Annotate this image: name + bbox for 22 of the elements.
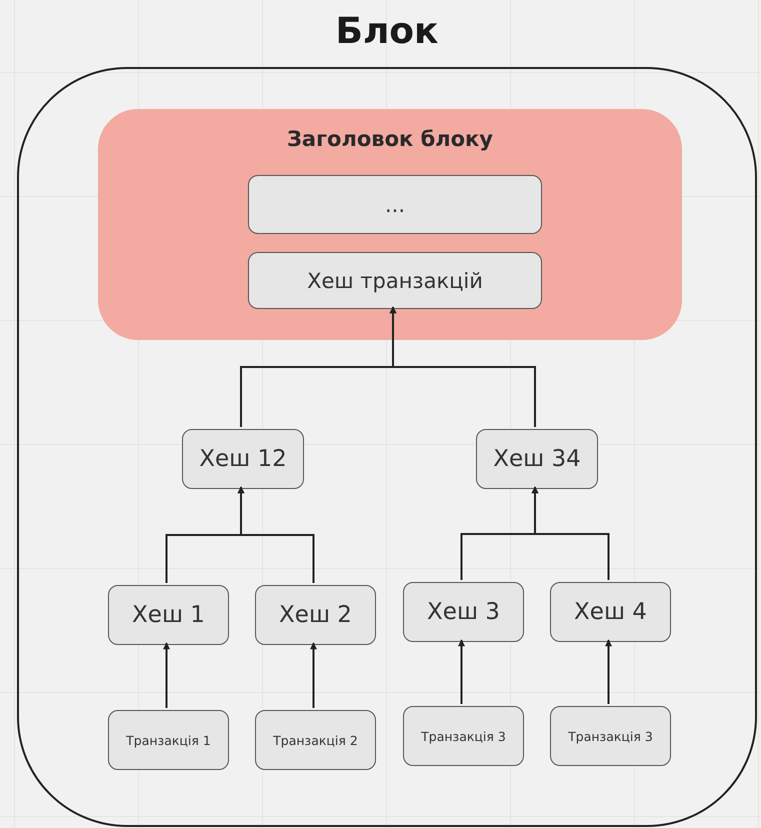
arrow bbox=[310, 642, 317, 708]
hash-box: Хеш 1 bbox=[108, 585, 229, 645]
arrow bbox=[458, 639, 465, 704]
hash-box: Хеш 34 bbox=[476, 429, 598, 489]
hash-box: Хеш 2 bbox=[255, 585, 376, 645]
field-box: Хеш транзакцій bbox=[248, 252, 542, 309]
header-title: Заголовок блоку bbox=[287, 127, 493, 153]
arrow bbox=[238, 486, 314, 583]
arrow bbox=[390, 306, 536, 427]
transaction-box: Транзакція 2 bbox=[255, 710, 376, 770]
block-title: Блок bbox=[334, 11, 440, 52]
hash-box: Хеш 4 bbox=[550, 582, 671, 642]
arrow bbox=[532, 486, 610, 580]
header-panel bbox=[98, 109, 682, 340]
arrow bbox=[605, 639, 612, 704]
field-box: ... bbox=[248, 175, 542, 234]
transaction-box: Транзакція 3 bbox=[550, 706, 671, 766]
hash-box: Хеш 12 bbox=[182, 429, 304, 489]
transaction-box: Транзакція 3 bbox=[403, 706, 524, 766]
arrow bbox=[163, 642, 170, 708]
hash-box: Хеш 3 bbox=[403, 582, 524, 642]
transaction-box: Транзакція 1 bbox=[108, 710, 229, 770]
